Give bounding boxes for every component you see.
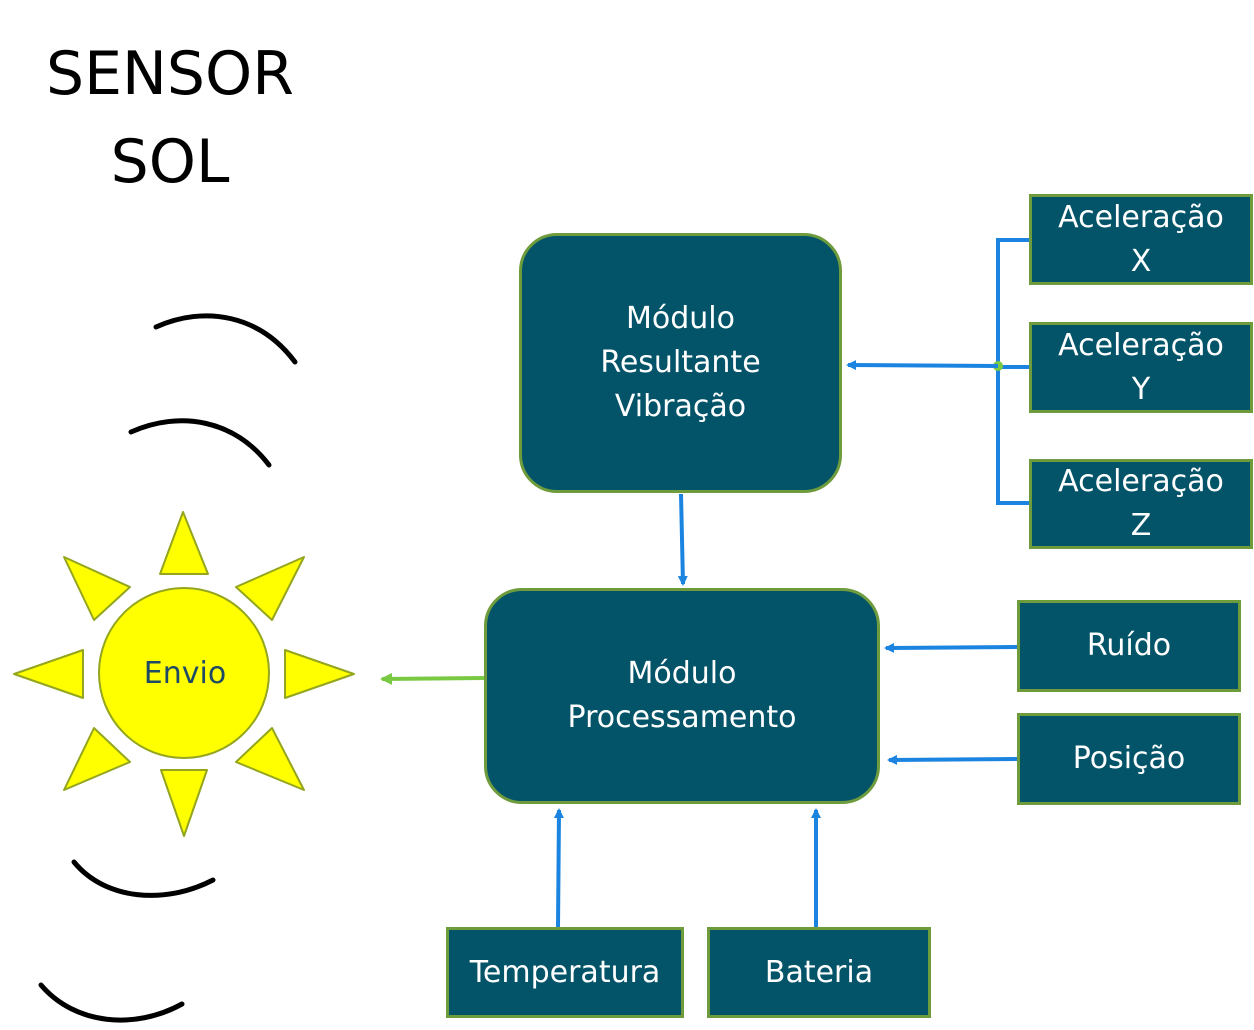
module-vibration-label: Módulo Resultante Vibração	[600, 301, 761, 424]
signal-arc-bottom-2	[38, 982, 185, 1023]
input-accel-y-label: Aceleração Y	[1058, 327, 1224, 407]
input-noise-label: Ruído	[1086, 628, 1172, 663]
sun-ray-e	[284, 649, 355, 699]
input-position-label: Posição	[1072, 741, 1186, 776]
sun-ray-n	[159, 511, 209, 575]
input-accel-x: Aceleração X	[1029, 194, 1253, 285]
sun-ray-ne	[235, 556, 305, 621]
sun-ray-w	[13, 649, 84, 699]
input-noise: Ruído	[1017, 600, 1241, 692]
input-accel-y: Aceleração Y	[1029, 322, 1253, 413]
input-accel-z: Aceleração Z	[1029, 459, 1253, 549]
arrow-noise-to-processing	[884, 642, 1019, 653]
module-processing-label: Módulo Processamento	[567, 656, 797, 735]
sun-rays	[13, 511, 355, 837]
input-temperature: Temperatura	[446, 927, 684, 1018]
arrow-accel-to-vibration	[846, 360, 999, 371]
signal-arc-bottom-1	[71, 859, 216, 898]
accel-bus	[996, 238, 1030, 505]
arrow-position-to-processing	[887, 754, 1023, 765]
input-temperature-label: Temperatura	[469, 954, 661, 990]
diagram-title: SENSOR SOL	[30, 30, 310, 206]
sun-ray-nw	[63, 556, 131, 621]
module-vibration: Módulo Resultante Vibração	[519, 233, 842, 493]
title-line-1: SENSOR	[46, 39, 294, 109]
signal-arc-top-1	[153, 313, 298, 365]
sun-ray-se	[235, 727, 305, 791]
sun-ray-sw	[63, 727, 131, 791]
sun-circle	[98, 587, 270, 759]
input-battery: Bateria	[707, 927, 931, 1018]
input-position: Posição	[1017, 713, 1241, 805]
input-accel-z-label: Aceleração Z	[1058, 464, 1224, 543]
title-line-2: SOL	[110, 127, 230, 197]
envio-label: Envio	[143, 656, 227, 691]
input-battery-label: Bateria	[764, 954, 874, 990]
arrow-vibration-to-processing	[677, 493, 688, 586]
arrow-processing-to-envio	[380, 672, 485, 685]
input-accel-x-label: Aceleração X	[1058, 199, 1224, 279]
module-processing: Módulo Processamento	[484, 588, 880, 804]
sun-ray-s	[160, 769, 208, 837]
signal-arc-top-2	[128, 418, 272, 468]
arrow-temperature-to-processing	[553, 808, 564, 929]
